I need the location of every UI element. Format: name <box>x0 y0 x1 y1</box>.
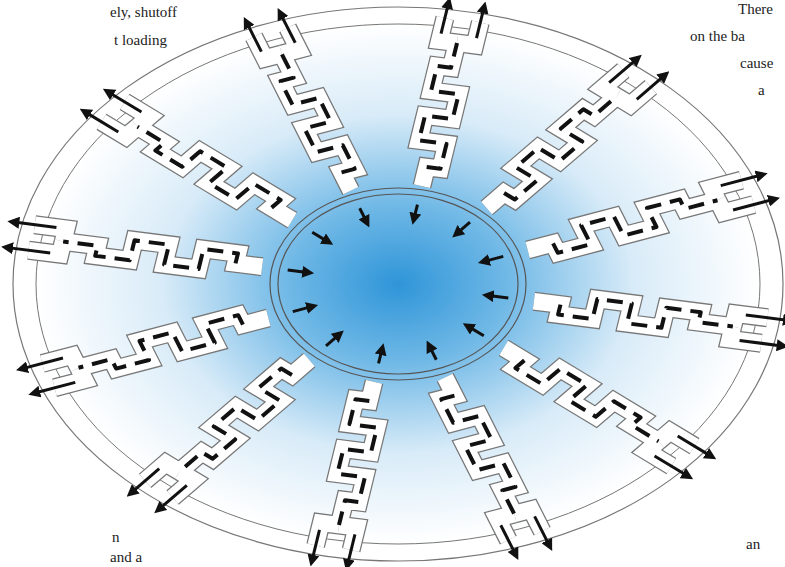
flow-arrow <box>558 299 733 328</box>
outer-rim <box>13 7 783 561</box>
flow-arrow <box>441 396 515 514</box>
channel-group <box>6 2 785 567</box>
disc-face <box>36 24 760 544</box>
channel-bore <box>441 377 515 514</box>
text-fragment: and a <box>108 548 144 566</box>
flow-arrow <box>312 530 320 562</box>
flow-arrow <box>312 232 329 242</box>
flow-arrow <box>477 6 485 38</box>
channel-wall <box>281 54 355 191</box>
flow-arrow <box>360 208 368 223</box>
channel-bore <box>487 96 617 207</box>
flow-arrow <box>179 369 291 472</box>
flow-arrow <box>158 485 187 510</box>
flow-arrow <box>721 175 763 186</box>
channel-bore <box>504 348 659 441</box>
channel-wall <box>419 43 459 186</box>
flow-arrow <box>501 525 516 555</box>
flow-arrow <box>414 205 418 221</box>
text-fragment: a <box>756 81 767 99</box>
channel-wall <box>179 360 309 471</box>
flow-arrow <box>337 399 377 525</box>
flow-arrow <box>33 382 75 393</box>
flow-arrow <box>246 21 261 51</box>
channel-wall <box>534 299 733 328</box>
flow-arrow <box>293 306 314 311</box>
channel-wall <box>487 96 617 207</box>
inner-ring <box>278 194 518 374</box>
flow-arrow <box>733 199 775 210</box>
channel-wall <box>441 377 515 514</box>
flow-arrow <box>107 91 141 112</box>
flow-arrow <box>347 534 355 566</box>
channel-bore <box>63 240 262 269</box>
flow-arrow <box>79 315 243 368</box>
flow-arrow <box>740 341 784 347</box>
text-fragment: cause <box>738 54 775 72</box>
flow-arrow <box>515 360 658 441</box>
flow-arrow <box>84 111 118 132</box>
flow-arrow <box>12 222 56 228</box>
channel-bore <box>337 382 377 525</box>
text-fragment: n <box>110 528 122 546</box>
flow-arrow <box>456 222 470 234</box>
inner-ring <box>270 188 526 380</box>
text-fragment: There <box>736 0 775 18</box>
flow-arrow <box>281 54 355 172</box>
flow-arrow <box>280 12 295 42</box>
flow-arrow <box>609 58 638 83</box>
flow-arrow <box>429 345 437 360</box>
flow-arrow <box>655 456 689 477</box>
channel-wall <box>504 348 659 441</box>
flow-arrow <box>483 256 504 261</box>
flow-arrow <box>678 436 712 457</box>
channel-bore <box>534 299 733 328</box>
flow-arrow <box>63 240 238 269</box>
flow-arrow <box>467 326 484 336</box>
channel-bore <box>79 315 269 368</box>
channel-wall <box>528 199 718 252</box>
channel-wall <box>138 127 293 220</box>
channel-bore <box>419 43 459 186</box>
text-fragment: an <box>744 535 762 553</box>
channel-wall <box>63 240 262 269</box>
flow-arrow <box>504 96 616 199</box>
flow-arrow <box>138 127 281 208</box>
flow-arrow <box>326 334 340 346</box>
channel-wall <box>337 382 377 525</box>
flow-arrow <box>419 43 459 169</box>
text-fragment: on the ba <box>688 27 747 45</box>
flow-arrow <box>21 358 63 369</box>
text-fragment: ely, shutoff <box>108 3 179 21</box>
flow-arrow <box>535 516 550 546</box>
text-fragment: t loading <box>112 31 169 49</box>
flow-arrow <box>637 74 666 99</box>
flow-arrow <box>746 315 785 321</box>
flow-arrow <box>487 295 509 298</box>
channel-wall <box>79 315 269 368</box>
flow-arrow <box>441 2 449 34</box>
flow-arrow <box>288 270 310 273</box>
flow-arrow <box>379 348 383 364</box>
channel-bore <box>179 360 309 471</box>
channel-bore <box>138 127 293 220</box>
flow-arrow <box>553 199 717 252</box>
channel-bore <box>528 199 718 252</box>
channel-bore <box>281 54 355 191</box>
flow-arrow <box>130 469 159 494</box>
flow-arrow <box>6 247 50 253</box>
